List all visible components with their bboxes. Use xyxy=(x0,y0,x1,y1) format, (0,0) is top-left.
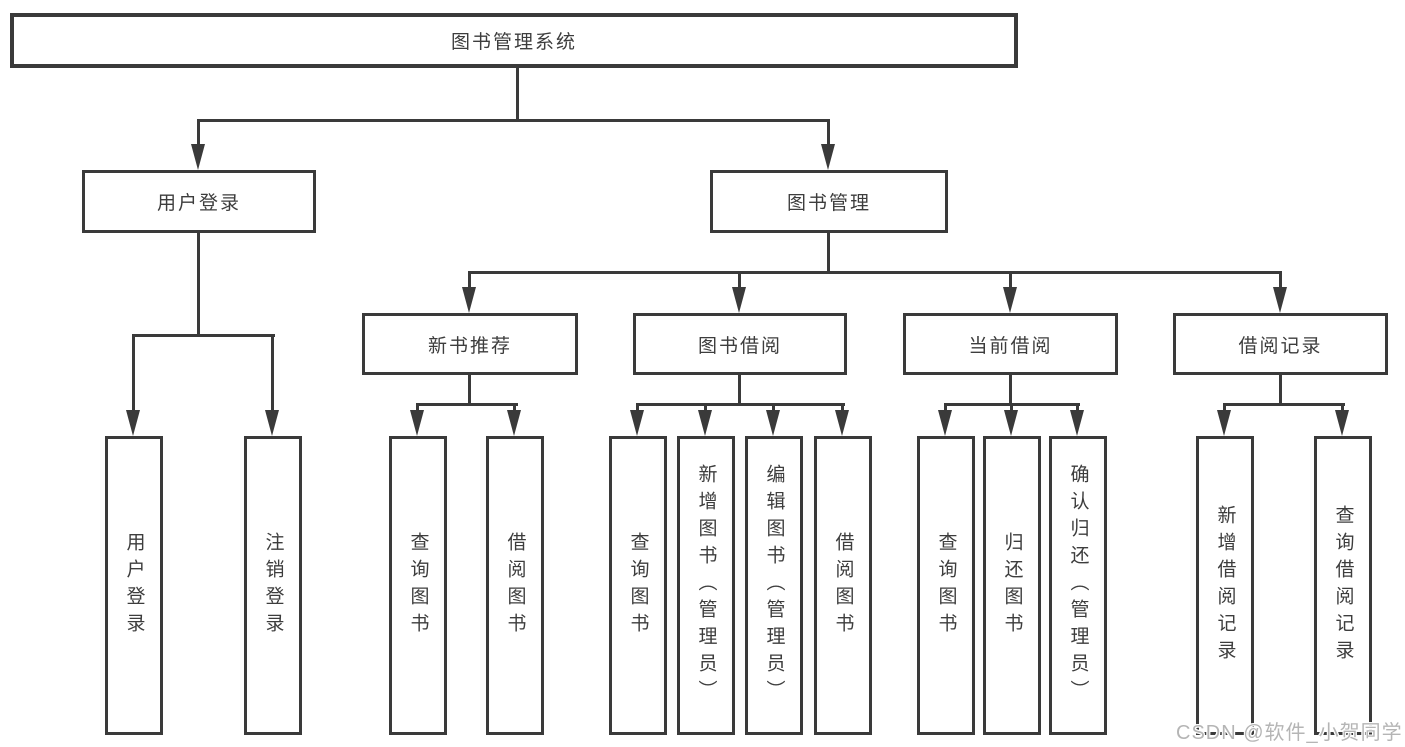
leaf-add-books-admin-label: 新增图书（管理员） xyxy=(695,464,717,707)
leaf-return-books: 归还图书 xyxy=(983,436,1041,735)
arrow-down-to-current-query xyxy=(938,403,952,436)
leaf-recommend-borrow-books-label: 借阅图书 xyxy=(504,531,526,640)
node-current-borrowing: 当前借阅 xyxy=(903,313,1118,375)
arrow-down-to-leaf-user-login xyxy=(126,334,140,436)
leaf-confirm-return-admin-label: 确认归还（管理员） xyxy=(1067,464,1089,707)
leaf-edit-books-admin: 编辑图书（管理员） xyxy=(745,436,803,735)
leaf-recommend-query-books-label: 查询图书 xyxy=(407,531,429,640)
leaf-borrowing-query-books-label: 查询图书 xyxy=(627,531,649,640)
leaf-logout: 注销登录 xyxy=(244,436,302,735)
leaf-add-borrow-record-label: 新增借阅记录 xyxy=(1214,504,1236,667)
arrow-down-to-recommend-query xyxy=(410,403,424,436)
node-borrowing-records: 借阅记录 xyxy=(1173,313,1388,375)
arrow-down-to-add-record xyxy=(1217,403,1231,436)
leaf-add-borrow-record: 新增借阅记录 xyxy=(1196,436,1254,735)
connector-records-stem xyxy=(1279,375,1282,406)
leaf-current-query-books-label: 查询图书 xyxy=(935,531,957,640)
leaf-edit-books-admin-label: 编辑图书（管理员） xyxy=(763,464,785,707)
arrow-down-to-confirm-return xyxy=(1070,403,1084,436)
connector-recommendation-stem xyxy=(468,375,471,406)
arrow-down-to-current-borrowing xyxy=(1003,271,1017,313)
arrow-down-to-user-login xyxy=(191,119,205,170)
leaf-logout-label: 注销登录 xyxy=(262,531,284,640)
leaf-query-borrow-record-label: 查询借阅记录 xyxy=(1332,504,1354,667)
arrow-down-to-return-books xyxy=(1004,403,1018,436)
connector-book-management-rail xyxy=(468,271,1282,274)
node-book-borrowing: 图书借阅 xyxy=(633,313,847,375)
connector-current-stem xyxy=(1009,375,1012,406)
leaf-add-books-admin: 新增图书（管理员） xyxy=(677,436,735,735)
connector-user-login-rail xyxy=(132,334,275,337)
connector-book-management-stem xyxy=(827,233,830,273)
leaf-current-query-books: 查询图书 xyxy=(917,436,975,735)
node-book-management: 图书管理 xyxy=(710,170,948,233)
node-user-login: 用户登录 xyxy=(82,170,316,233)
arrow-down-to-book-borrowing xyxy=(732,271,746,313)
arrow-down-to-new-book-recommendation xyxy=(462,271,476,313)
leaf-borrowing-borrow-books-label: 借阅图书 xyxy=(832,531,854,640)
leaf-confirm-return-admin: 确认归还（管理员） xyxy=(1049,436,1107,735)
arrow-down-to-borrowing-borrow xyxy=(835,403,849,436)
arrow-down-to-borrowing-query xyxy=(630,403,644,436)
leaf-borrowing-borrow-books: 借阅图书 xyxy=(814,436,872,735)
connector-recommendation-rail xyxy=(416,403,518,406)
leaf-return-books-label: 归还图书 xyxy=(1001,531,1023,640)
leaf-recommend-query-books: 查询图书 xyxy=(389,436,447,735)
leaf-user-login-label: 用户登录 xyxy=(123,531,145,640)
arrow-down-to-edit-books xyxy=(766,403,780,436)
arrow-down-to-borrowing-records xyxy=(1273,271,1287,313)
leaf-user-login: 用户登录 xyxy=(105,436,163,735)
node-library-management-system: 图书管理系统 xyxy=(10,13,1018,68)
connector-user-login-stem xyxy=(197,233,200,336)
connector-root-rail xyxy=(197,119,830,122)
leaf-recommend-borrow-books: 借阅图书 xyxy=(486,436,544,735)
arrow-down-to-query-record xyxy=(1335,403,1349,436)
connector-records-rail xyxy=(1223,403,1345,406)
arrow-down-to-book-management xyxy=(821,119,835,170)
arrow-down-to-add-books xyxy=(698,403,712,436)
connector-borrowing-rail xyxy=(636,403,845,406)
connector-root-stem xyxy=(516,68,519,121)
arrow-down-to-recommend-borrow xyxy=(507,403,521,436)
arrow-down-to-leaf-logout xyxy=(265,334,279,436)
connector-borrowing-stem xyxy=(738,375,741,406)
csdn-watermark: CSDN @软件_小贺同学 xyxy=(1176,722,1403,744)
node-new-book-recommendation: 新书推荐 xyxy=(362,313,578,375)
leaf-query-borrow-record: 查询借阅记录 xyxy=(1314,436,1372,735)
leaf-borrowing-query-books: 查询图书 xyxy=(609,436,667,735)
